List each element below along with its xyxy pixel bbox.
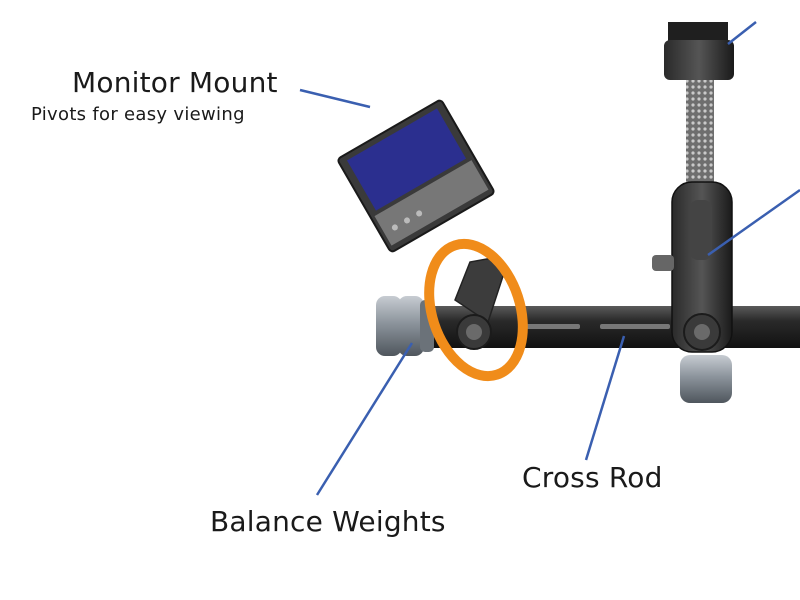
balance-weights [376, 296, 434, 356]
monitor-mount-callout-line [299, 88, 371, 109]
post-top-callout-line [727, 21, 757, 45]
monitor-mount-label: Monitor Mount [72, 66, 278, 99]
vertical-post [652, 22, 734, 403]
monitor-mount-bracket [454, 257, 506, 350]
highlight-ring [424, 238, 528, 382]
post-mid-callout-line [707, 188, 800, 257]
cross-rod-callout-line [584, 335, 626, 461]
cross-rod-label: Cross Rod [522, 461, 663, 494]
balance-weights-label: Balance Weights [210, 505, 446, 538]
monitor-mount-sublabel: Pivots for easy viewing [31, 104, 245, 125]
balance-weights-callout-line [315, 342, 414, 496]
callout-lines [299, 21, 800, 496]
monitor [337, 99, 495, 253]
